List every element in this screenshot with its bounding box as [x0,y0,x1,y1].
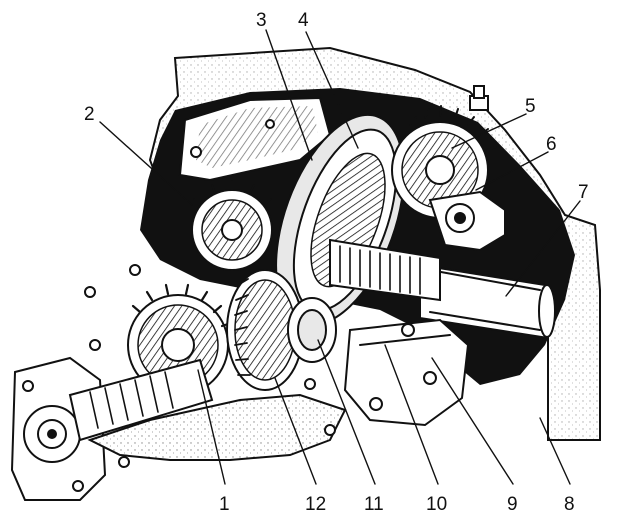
leader-6 [475,151,549,191]
grease-fitting [469,85,489,111]
leader-5 [451,113,527,149]
bolt-icon [190,146,202,158]
callout-4: 4 [298,10,309,31]
bolt-icon [265,119,275,129]
bolt-icon [89,339,101,351]
shift-fork-6 [428,190,506,252]
bolt-icon [72,480,84,492]
leader-8 [539,417,571,485]
callout-7: 7 [578,182,589,203]
leader-9 [431,357,514,485]
bolt-icon [304,378,316,390]
bolt-icon [401,323,415,337]
leader-12 [274,377,317,485]
bolt-icon [22,380,34,392]
leader-3 [265,29,313,161]
leader-7 [505,200,581,297]
callout-8: 8 [564,494,575,515]
lower-housing [87,378,347,468]
callout-12: 12 [305,494,326,515]
bolt-icon [118,456,130,468]
cover-plate-9 [343,318,470,427]
callout-9: 9 [507,494,518,515]
callout-6: 6 [546,134,557,155]
input-shaft [68,358,214,442]
bolt-icon [84,286,96,298]
bolt-icon [423,371,437,385]
leader-2 [99,121,193,206]
callout-1: 1 [219,494,230,515]
differential-gears-2 [191,180,273,271]
leader-10 [384,344,439,485]
leader-11 [317,339,376,485]
callout-5: 5 [525,96,536,117]
leader-lines [99,29,581,485]
leader-4 [305,31,359,149]
callout-11: 11 [364,494,384,515]
top-case-shell [178,96,332,182]
bolt-icon [129,264,141,276]
callout-10: 10 [426,494,447,515]
pinion-gear-11 [287,297,337,363]
callout-3: 3 [256,10,267,31]
bolt-icon [369,397,383,411]
callout-labels: 2 3 4 5 6 7 1 12 11 10 9 8 [84,10,589,515]
splined-main-shaft [329,238,441,302]
side-bolts [84,264,141,351]
leader-1 [197,369,226,485]
callout-2: 2 [84,104,95,125]
bolt-icon [324,424,336,436]
